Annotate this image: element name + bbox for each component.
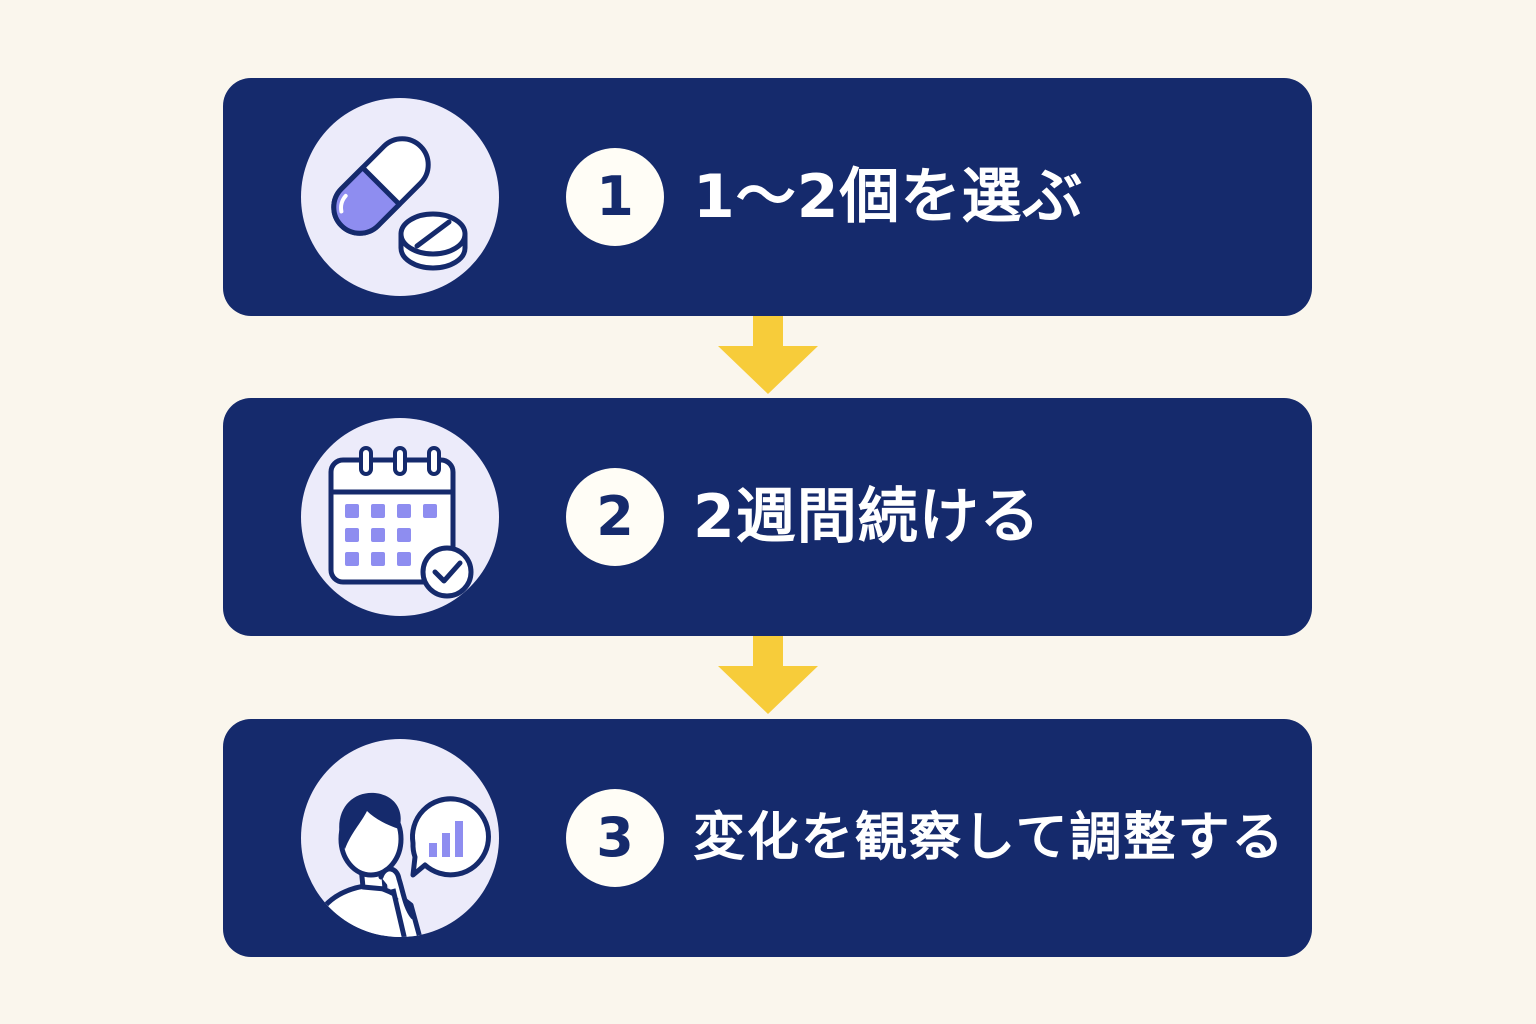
step-card-1: 1 1〜2個を選ぶ [223,78,1312,316]
step-number-badge: 1 [566,148,664,246]
step-number-badge: 3 [566,789,664,887]
step-title: 変化を観察して調整する [693,808,1286,868]
calendar-check-icon [301,418,499,616]
step-card-3: 3 変化を観察して調整する [223,719,1312,957]
person-thinking-chart-icon [301,739,499,937]
arrow-down-icon [718,316,818,396]
arrow-down-icon [718,636,818,716]
step-card-2: 2 2週間続ける [223,398,1312,636]
pill-capsule-icon [301,98,499,296]
step-number-badge: 2 [566,468,664,566]
step-title: 2週間続ける [693,482,1041,552]
step-title: 1〜2個を選ぶ [693,162,1084,232]
